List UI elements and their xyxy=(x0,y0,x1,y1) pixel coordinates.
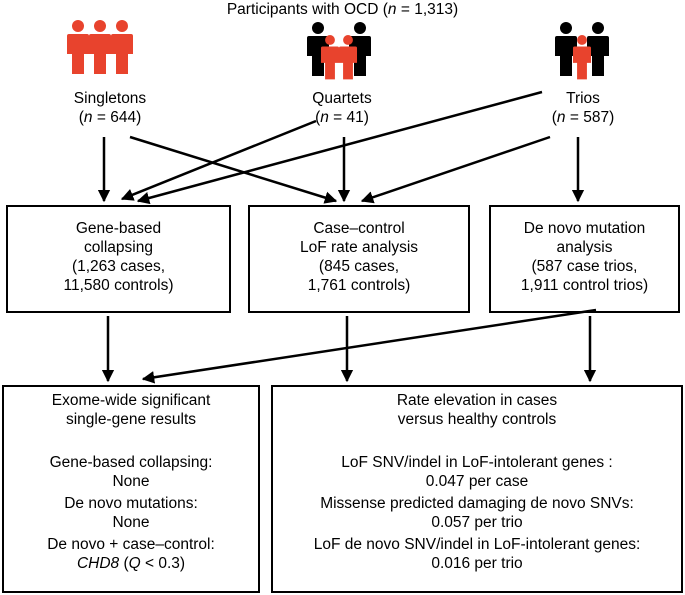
results-left-title: Exome-wide significant single-gene resul… xyxy=(51,392,211,428)
results-box-significant-genes: Exome-wide significant single-gene resul… xyxy=(2,385,260,593)
group-singletons-label: Singletons (n = 644) xyxy=(73,90,147,126)
results-right-title: Rate elevation in cases versus healthy c… xyxy=(396,392,558,428)
chd8-result: CHD8 (Q < 0.3) xyxy=(76,555,186,572)
analysis-box-de-novo: De novo mutation analysis (587 case trio… xyxy=(489,205,680,313)
results-box-rate-elevation: Rate elevation in cases versus healthy c… xyxy=(271,385,683,593)
diagram-title: Participants with OCD (n = 1,313) xyxy=(226,1,459,18)
analysis-box-gene-collapsing: Gene-based collapsing (1,263 cases, 11,5… xyxy=(6,205,231,313)
group-trios-label: Trios (n = 587) xyxy=(551,90,615,126)
analysis-box-case-control: Case–control LoF rate analysis (845 case… xyxy=(248,205,470,313)
group-quartets-label: Quartets (n = 41) xyxy=(312,90,372,126)
